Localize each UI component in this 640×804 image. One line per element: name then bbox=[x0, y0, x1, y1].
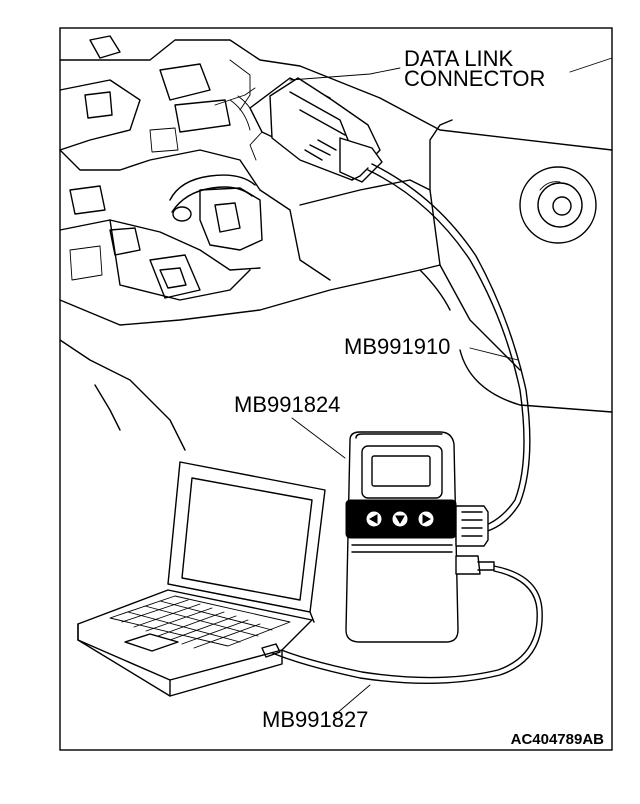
cable-mb991910-path bbox=[367, 169, 525, 529]
dashboard-underside bbox=[59, 35, 613, 451]
mb991827-label: MB991827 bbox=[262, 707, 368, 732]
cable-mb991827-path bbox=[269, 565, 543, 685]
data-link-connector-label-line2: CONNECTOR bbox=[404, 66, 545, 91]
leader-mb991827 bbox=[335, 684, 371, 715]
leader-mb991910 bbox=[469, 347, 519, 361]
cable-mb991910-path-2 bbox=[371, 163, 531, 534]
device-connector-usb bbox=[455, 555, 481, 575]
laptop-computer bbox=[77, 461, 326, 697]
laptop-touchpad bbox=[124, 633, 179, 652]
figure-code: AC404789AB bbox=[511, 731, 605, 748]
figure-frame bbox=[59, 27, 613, 751]
leader-data-link-connector bbox=[289, 67, 401, 81]
cable-mb991827-path-2 bbox=[273, 570, 538, 679]
mb991910-label: MB991910 bbox=[344, 334, 450, 359]
leader-mb991824 bbox=[291, 417, 346, 459]
leader-connector-right bbox=[569, 57, 613, 73]
laptop-screen bbox=[181, 477, 313, 601]
device-screen bbox=[371, 455, 431, 487]
mb991824-label: MB991824 bbox=[234, 392, 340, 417]
data-link-connector bbox=[249, 77, 383, 183]
mb991824-device bbox=[345, 431, 495, 643]
data-link-connector-label-line1: DATA LINK bbox=[404, 46, 514, 71]
